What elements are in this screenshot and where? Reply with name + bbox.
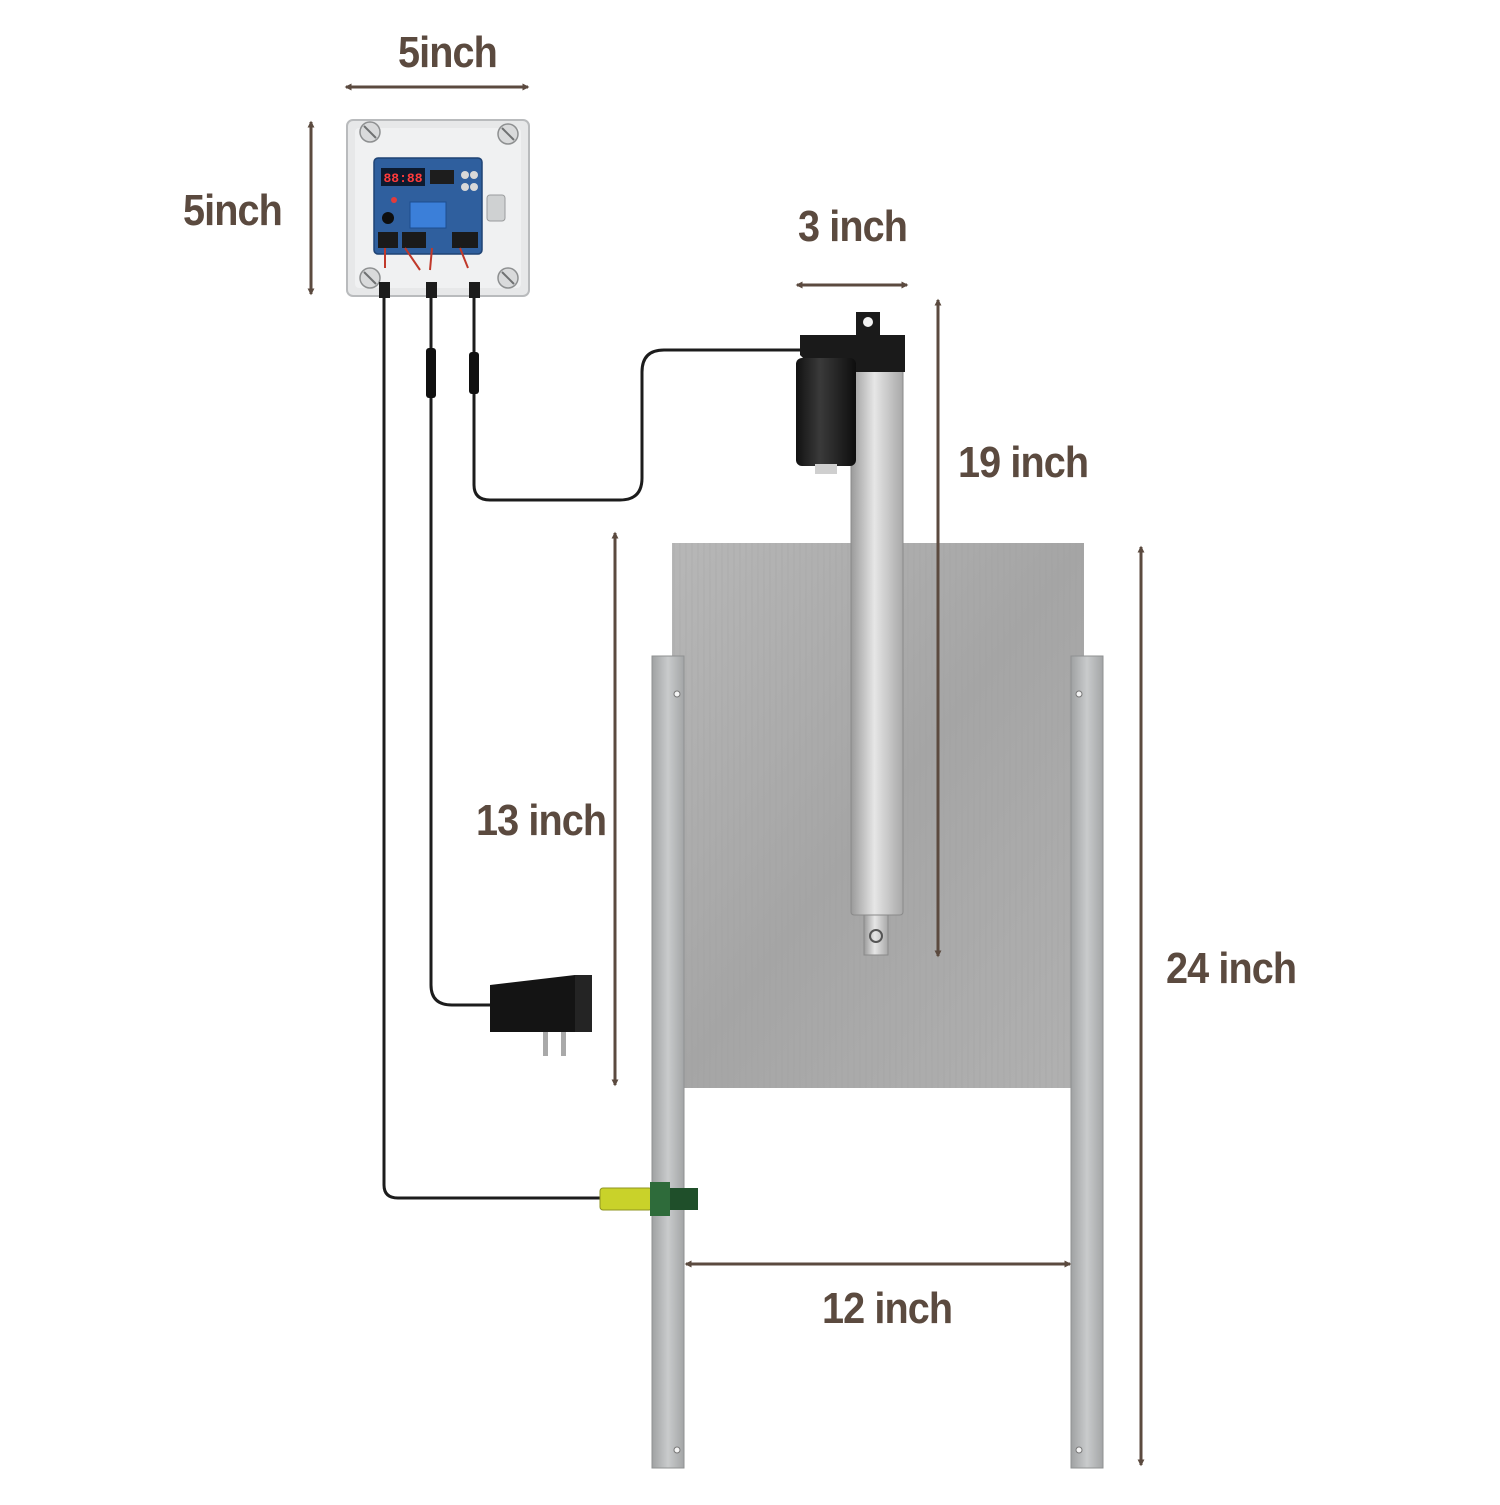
right-rail <box>1070 655 1104 1469</box>
label-frame-height: 24 inch <box>1166 944 1297 993</box>
power-cable <box>429 292 490 1007</box>
cable-connectors <box>426 348 479 398</box>
left-rail <box>651 655 685 1469</box>
linear-actuator <box>796 312 905 956</box>
led-display <box>381 168 425 186</box>
sensor-cable <box>382 292 600 1200</box>
label-controller-width: 5inch <box>398 28 498 77</box>
cables <box>382 292 800 1200</box>
label-controller-height: 5inch <box>183 186 283 235</box>
label-actuator-length: 19 inch <box>958 438 1089 487</box>
power-adapter <box>490 975 592 1056</box>
label-door-height: 13 inch <box>476 796 607 845</box>
dimension-arrows <box>307 83 1145 1467</box>
actuator-cable <box>472 292 800 502</box>
display-readout: 88:88 <box>383 171 422 186</box>
label-actuator-width: 3 inch <box>798 202 908 251</box>
corner-screws <box>359 121 519 289</box>
light-sensor <box>599 1182 698 1216</box>
controller-box: 88:88 <box>346 119 530 298</box>
label-frame-width: 12 inch <box>822 1284 953 1333</box>
